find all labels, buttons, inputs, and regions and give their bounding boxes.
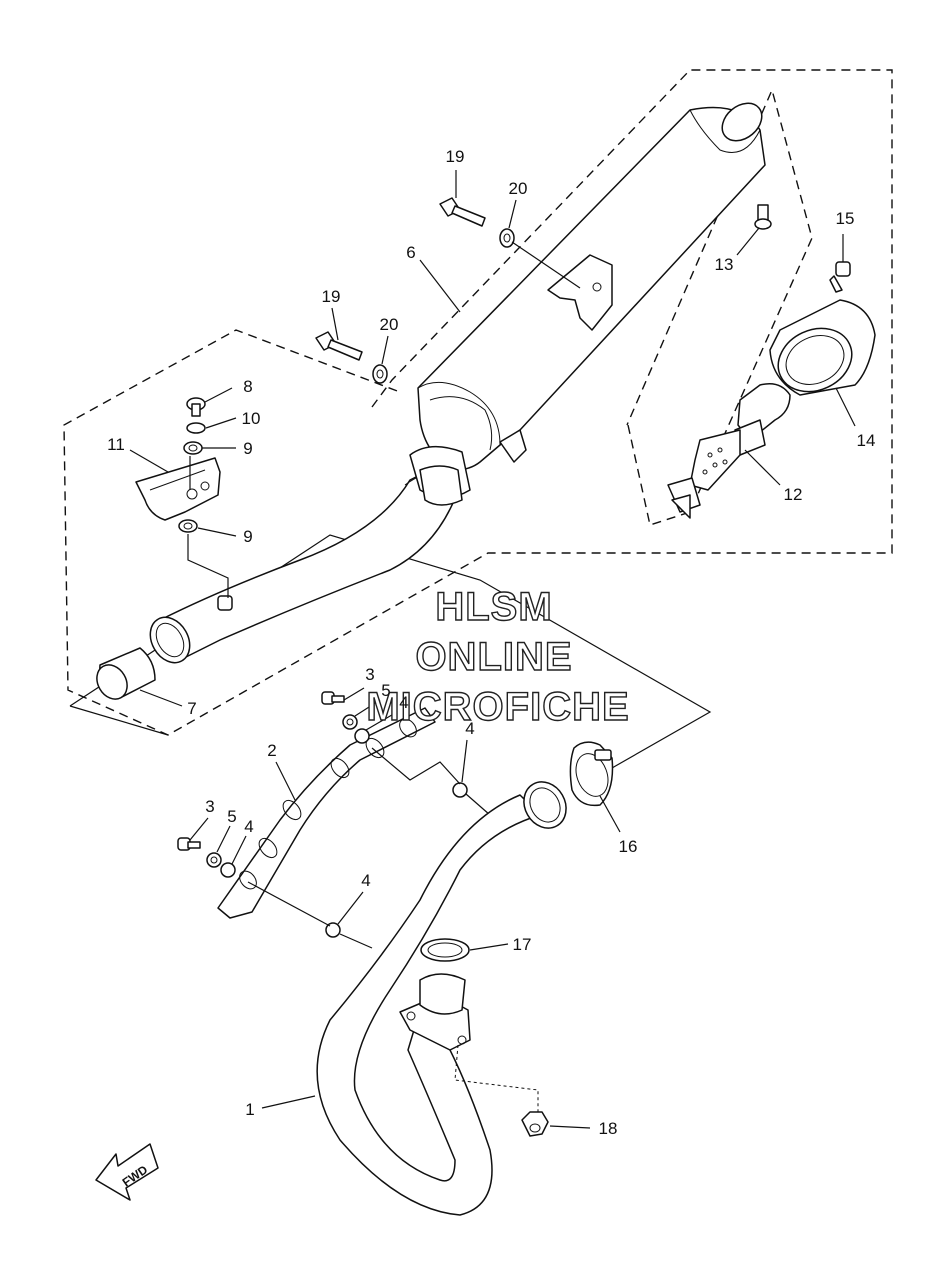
callout-20-upper[interactable]: 20 <box>509 179 528 198</box>
screw-3-lower[interactable] <box>177 837 201 851</box>
callout-3-upper[interactable]: 3 <box>365 665 374 684</box>
washer-4-right[interactable] <box>452 782 468 798</box>
leader-lines <box>129 170 856 1129</box>
watermark: HLSM ONLINE MICROFICHE <box>366 584 630 729</box>
callout-11[interactable]: 11 <box>107 435 125 454</box>
callout-9-lower[interactable]: 9 <box>243 527 252 546</box>
header-pipe[interactable] <box>316 774 574 1216</box>
callout-17[interactable]: 17 <box>513 935 532 954</box>
washer-5-upper[interactable] <box>342 714 358 730</box>
callout-20-lower[interactable]: 20 <box>380 315 399 334</box>
callout-4-right[interactable]: 4 <box>465 719 474 738</box>
collar-9-top[interactable] <box>183 441 203 455</box>
washer-5-lower[interactable] <box>206 852 222 868</box>
flange-nut[interactable] <box>521 1111 549 1137</box>
pipe-clamp[interactable] <box>569 741 614 807</box>
collar-9-bottom[interactable] <box>178 519 198 533</box>
heat-guard[interactable] <box>217 707 436 919</box>
callout-5-upper[interactable]: 5 <box>381 681 390 700</box>
bolt-19-lower[interactable] <box>315 331 363 361</box>
muffler-bracket[interactable] <box>135 457 221 521</box>
callout-16[interactable]: 16 <box>619 837 638 856</box>
washer-20-lower[interactable] <box>372 364 388 384</box>
watermark-line-1: HLSM <box>435 585 552 629</box>
callout-6[interactable]: 6 <box>406 243 415 262</box>
washer-20-upper[interactable] <box>499 228 515 248</box>
callout-4-lower[interactable]: 4 <box>244 817 253 836</box>
washer-4-bottom[interactable] <box>325 922 341 938</box>
callout-8[interactable]: 8 <box>243 377 252 396</box>
watermark-line-2: ONLINE <box>415 635 572 679</box>
bolt-8[interactable] <box>186 397 206 417</box>
gasket-sleeve[interactable] <box>91 647 156 705</box>
muffler-body[interactable] <box>417 96 769 471</box>
callout-10[interactable]: 10 <box>242 409 261 428</box>
callout-19-upper[interactable]: 19 <box>446 147 465 166</box>
callout-5-lower[interactable]: 5 <box>227 807 236 826</box>
screw-3-upper[interactable] <box>321 691 345 705</box>
callout-labels: 19 20 6 19 20 8 10 9 11 9 7 13 15 14 12 … <box>107 147 875 1138</box>
callout-4-bottom[interactable]: 4 <box>361 871 370 890</box>
dashed-boundary-muffler <box>63 69 893 736</box>
callout-3-lower[interactable]: 3 <box>205 797 214 816</box>
washer-10[interactable] <box>186 422 206 434</box>
spark-arrester[interactable] <box>667 383 791 519</box>
washer-4-lower[interactable] <box>220 862 236 878</box>
screw-13[interactable] <box>754 204 772 230</box>
bolt-19-upper[interactable] <box>439 197 486 227</box>
watermark-line-3: MICROFICHE <box>366 685 629 729</box>
end-cap[interactable] <box>768 299 876 403</box>
callout-9-upper[interactable]: 9 <box>243 439 252 458</box>
screw-15[interactable] <box>829 261 851 293</box>
callout-18[interactable]: 18 <box>599 1119 618 1138</box>
callout-7[interactable]: 7 <box>187 699 196 718</box>
callout-12[interactable]: 12 <box>784 485 803 504</box>
callout-14[interactable]: 14 <box>857 431 876 450</box>
callout-1[interactable]: 1 <box>245 1100 254 1119</box>
forward-arrow: FWD <box>95 1143 159 1201</box>
callout-2[interactable]: 2 <box>267 741 276 760</box>
callout-19-lower[interactable]: 19 <box>322 287 341 306</box>
mid-pipe[interactable] <box>142 446 471 670</box>
washer-4-upper[interactable] <box>354 728 370 744</box>
exhaust-gasket[interactable] <box>420 938 470 962</box>
callout-13[interactable]: 13 <box>715 255 734 274</box>
callout-4-upper[interactable]: 4 <box>399 693 408 712</box>
callout-15[interactable]: 15 <box>836 209 855 228</box>
